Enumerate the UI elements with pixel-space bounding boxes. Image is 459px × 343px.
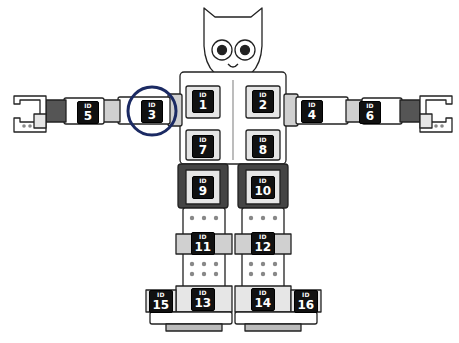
servo-id-number: 7 <box>196 144 210 156</box>
servo-id-number: 4 <box>305 109 319 121</box>
ankle-servo <box>176 286 232 312</box>
robot-eye <box>212 40 232 60</box>
ankle-servo <box>146 290 176 312</box>
servo-id-tag: ID12 <box>251 232 276 255</box>
servo-id-tag: ID8 <box>252 135 274 158</box>
robot-eye <box>235 40 255 60</box>
frame-holes <box>22 124 444 276</box>
id-prefix: ID <box>255 290 272 296</box>
servo-id-number: 12 <box>255 241 272 253</box>
torso-seam <box>232 80 233 160</box>
servo-id-number: 14 <box>255 297 272 309</box>
servo-id-number: 11 <box>195 241 212 253</box>
servo-id-number: 2 <box>256 99 270 111</box>
servo-id-tag: ID10 <box>251 176 276 199</box>
servo-body <box>186 170 220 204</box>
id-prefix: ID <box>153 292 170 298</box>
robot-pupil <box>218 46 227 55</box>
id-prefix: ID <box>196 178 210 184</box>
highlight-circle <box>128 87 176 135</box>
hip-servo <box>238 164 288 208</box>
id-prefix: ID <box>196 137 210 143</box>
servo-body <box>246 86 280 118</box>
servo-id-number: 5 <box>81 110 95 122</box>
robot-foot <box>235 312 317 324</box>
id-prefix: ID <box>195 290 212 296</box>
servo-id-tag: ID2 <box>252 90 274 113</box>
robot-head <box>204 8 262 80</box>
servo-id-number: 8 <box>256 144 270 156</box>
id-prefix: ID <box>196 92 210 98</box>
id-prefix: ID <box>255 178 272 184</box>
id-prefix: ID <box>81 103 95 109</box>
servo-id-number: 1 <box>196 99 210 111</box>
servo-id-tag: ID13 <box>191 288 216 311</box>
servo-id-tag: ID3 <box>141 100 163 123</box>
servo-id-number: 13 <box>195 297 212 309</box>
id-prefix: ID <box>255 234 272 240</box>
servo-body <box>186 86 220 118</box>
knee-servo <box>176 234 232 254</box>
foot-sole <box>245 324 301 331</box>
id-prefix: ID <box>256 92 270 98</box>
knee-servo <box>235 234 291 254</box>
servo-id-tag: ID11 <box>191 232 216 255</box>
servo-id-tag: ID14 <box>251 288 276 311</box>
servo-id-number: 15 <box>153 299 170 311</box>
servo-id-number: 9 <box>196 185 210 197</box>
servo-id-number: 6 <box>363 110 377 122</box>
robot-arm <box>14 94 182 132</box>
servo-id-number: 3 <box>145 109 159 121</box>
robot-foot <box>150 312 232 324</box>
id-prefix: ID <box>195 234 212 240</box>
id-prefix: ID <box>305 102 319 108</box>
robot-torso <box>180 72 286 164</box>
servo-id-tag: ID9 <box>192 176 214 199</box>
servo-id-number: 16 <box>298 299 315 311</box>
robot-arm <box>284 94 452 132</box>
servo-body <box>246 170 280 204</box>
ankle-servo <box>291 290 321 312</box>
servo-id-tag: ID4 <box>301 100 323 123</box>
servo-id-tag: ID15 <box>149 290 174 313</box>
robot-mouth <box>228 64 238 67</box>
servo-id-tag: ID6 <box>359 101 381 124</box>
servo-id-number: 10 <box>255 185 272 197</box>
servo-id-tag: ID1 <box>192 90 214 113</box>
servo-body <box>186 130 220 160</box>
hip-servo <box>178 164 228 208</box>
robot-pupil <box>241 46 250 55</box>
servo-id-tag: ID16 <box>294 290 319 313</box>
servo-id-tag: ID5 <box>77 101 99 124</box>
id-prefix: ID <box>256 137 270 143</box>
servo-id-tag: ID7 <box>192 135 214 158</box>
foot-sole <box>166 324 222 331</box>
id-prefix: ID <box>298 292 315 298</box>
ankle-servo <box>235 286 291 312</box>
servo-body <box>246 130 280 160</box>
id-prefix: ID <box>363 103 377 109</box>
id-prefix: ID <box>145 102 159 108</box>
